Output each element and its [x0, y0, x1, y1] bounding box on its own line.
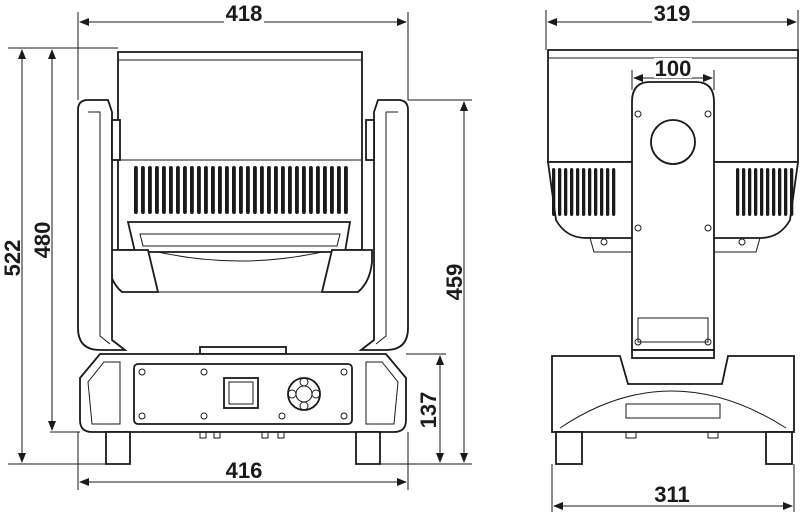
fin	[211, 166, 215, 214]
fin	[288, 166, 292, 214]
fin	[309, 166, 313, 214]
fin	[576, 168, 580, 216]
fin	[197, 166, 201, 214]
fin	[564, 168, 568, 216]
fin	[337, 166, 341, 214]
fin	[267, 166, 271, 214]
yoke-arm-left	[77, 99, 128, 351]
dim-front-head-height: 480	[30, 222, 55, 259]
fin	[225, 166, 229, 214]
fin	[239, 166, 243, 214]
fin	[582, 168, 586, 216]
front-view	[77, 51, 409, 465]
fin	[204, 166, 208, 214]
side-cooling-fins	[552, 168, 794, 216]
fin	[295, 166, 299, 214]
fin	[766, 168, 770, 216]
fin	[594, 168, 598, 216]
fin	[606, 168, 610, 216]
side-view	[546, 49, 800, 465]
fin	[162, 166, 166, 214]
fin	[600, 168, 604, 216]
fin	[176, 166, 180, 214]
tilt-axis	[650, 119, 696, 165]
fin	[330, 166, 334, 214]
yoke-arm-right	[358, 99, 409, 351]
fin	[183, 166, 187, 214]
fin	[588, 168, 592, 216]
side-foot-left	[555, 431, 583, 465]
fin	[558, 168, 562, 216]
foot-right	[355, 431, 381, 465]
dim-side-arm-width: 100	[655, 56, 692, 81]
fin	[570, 168, 574, 216]
fin	[736, 168, 740, 216]
dim-front-top-width: 418	[226, 1, 263, 26]
fin	[612, 168, 616, 216]
fin	[302, 166, 306, 214]
fin	[754, 168, 758, 216]
fin	[748, 168, 752, 216]
foot-left	[105, 431, 131, 465]
cooling-fins	[134, 166, 348, 214]
fin	[141, 166, 145, 214]
dim-front-base-height: 137	[416, 392, 441, 429]
fin	[274, 166, 278, 214]
fin	[316, 166, 320, 214]
dim-front-bottom-width: 416	[226, 458, 263, 483]
side-base-housing	[551, 355, 795, 433]
lcd-display	[223, 377, 259, 409]
fin	[218, 166, 222, 214]
fin	[790, 168, 794, 216]
front-dimensions: 418 416 522 480 459 137	[0, 1, 472, 490]
fin	[148, 166, 152, 214]
fin	[778, 168, 782, 216]
fin	[784, 168, 788, 216]
dim-front-total-height: 522	[0, 240, 25, 277]
head-side-left	[107, 249, 160, 293]
fin	[344, 166, 348, 214]
fin	[742, 168, 746, 216]
fin	[169, 166, 173, 214]
keypad	[287, 377, 321, 411]
fin	[552, 168, 556, 216]
fin	[190, 166, 194, 214]
dim-side-top-width: 319	[654, 1, 691, 26]
fin	[232, 166, 236, 214]
fin	[772, 168, 776, 216]
side-dimensions: 319 100 311	[545, 1, 799, 512]
fin	[253, 166, 257, 214]
head-side-right	[320, 249, 373, 293]
fin	[134, 166, 138, 214]
fin	[760, 168, 764, 216]
head-housing	[117, 51, 363, 251]
fin	[281, 166, 285, 214]
dim-side-bottom-width: 311	[654, 482, 690, 507]
fin	[323, 166, 327, 214]
fin	[155, 166, 159, 214]
fin	[260, 166, 264, 214]
fin	[246, 166, 250, 214]
dim-front-right-height: 459	[442, 264, 467, 301]
side-foot-right	[765, 431, 793, 465]
